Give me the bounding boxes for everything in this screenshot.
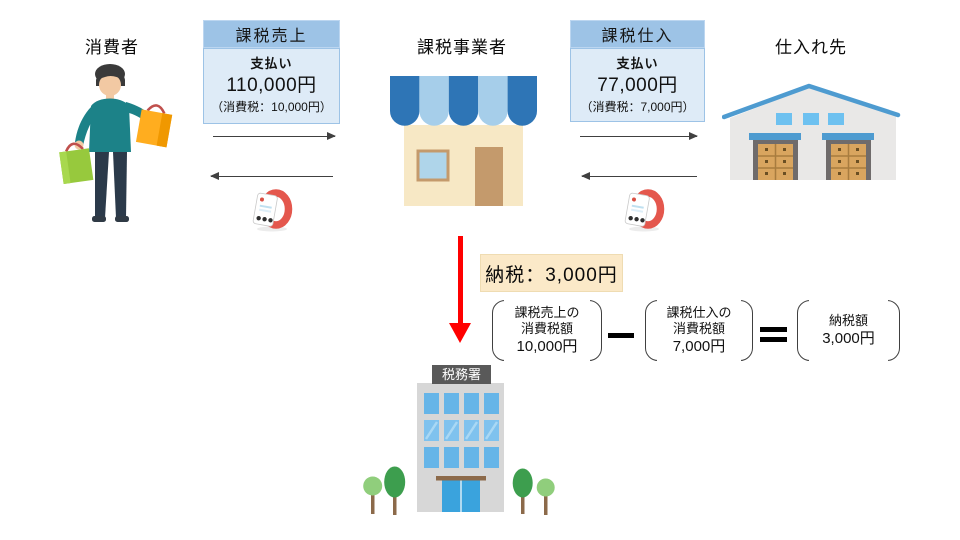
building-windows <box>424 393 499 468</box>
storefront-icon <box>390 76 537 206</box>
formula-term-sale: 課税売上の 消費税額 10,000円 <box>492 298 602 363</box>
tree-icon <box>512 468 555 515</box>
formula-term-purchase: 課税仕入の 消費税額 7,000円 <box>645 298 753 363</box>
arrow-left-icon <box>581 172 697 180</box>
purchase-amount: 77,000円 <box>597 75 678 96</box>
government-building-icon: 税務署 <box>363 365 555 515</box>
formula-result: 納税額 3,000円 <box>797 298 900 363</box>
shopper-icon <box>59 64 173 222</box>
supplier-label: 仕入れ先 <box>775 38 847 57</box>
minus-operator <box>608 333 634 338</box>
tree-icon <box>363 466 406 515</box>
term-sale-amount: 10,000円 <box>516 338 578 355</box>
sale-payment-box: 支払い 110,000円 （消費税：10,000円） <box>203 48 340 124</box>
green-shopping-bag <box>59 142 94 185</box>
arrow-down-red-icon <box>449 236 471 343</box>
sale-header-label: 課税売上 <box>235 28 308 45</box>
tax-payment-box: 納税：3,000円 <box>480 254 623 292</box>
tax-office-sign <box>432 365 491 384</box>
sale-tax-note: （消費税：10,000円） <box>211 100 332 114</box>
tax-office-sign-label: 税務署 <box>442 367 481 382</box>
term-purchase-line1: 課税仕入の <box>666 305 732 320</box>
purchase-payment-box: 支払い 77,000円 （消費税：7,000円） <box>570 48 705 122</box>
arrow-left-icon <box>210 172 333 180</box>
cash-register-icon <box>252 189 293 232</box>
sale-header-box: 課税売上 <box>203 20 340 48</box>
purchase-tax-note: （消費税：7,000円） <box>580 100 695 114</box>
warehouse-icon <box>722 83 901 180</box>
sale-payment-label: 支払い <box>250 56 293 71</box>
shop-window <box>416 149 450 182</box>
shop-door <box>475 147 503 206</box>
term-purchase-amount: 7,000円 <box>672 338 726 355</box>
term-purchase-line2: 消費税額 <box>672 321 725 336</box>
term-sale-line2: 消費税額 <box>520 321 573 336</box>
term-sale-line1: 課税売上の <box>514 305 580 320</box>
purchase-header-label: 課税仕入 <box>601 28 674 45</box>
warehouse-door <box>822 133 874 180</box>
result-line1: 納税額 <box>828 313 868 328</box>
arrow-right-icon <box>580 132 698 140</box>
business-label: 課税事業者 <box>417 38 507 57</box>
warehouse-door <box>749 133 801 180</box>
purchase-header-box: 課税仕入 <box>570 20 705 48</box>
result-amount: 3,000円 <box>822 330 875 347</box>
tax-payment-label: 納税：3,000円 <box>485 264 618 286</box>
orange-shopping-bag <box>135 104 173 148</box>
purchase-payment-label: 支払い <box>616 56 659 71</box>
arrow-right-icon <box>213 132 336 140</box>
consumer-label: 消費者 <box>85 38 139 57</box>
cash-register-icon <box>624 189 665 232</box>
sale-amount: 110,000円 <box>226 75 317 96</box>
equals-operator <box>760 327 787 342</box>
